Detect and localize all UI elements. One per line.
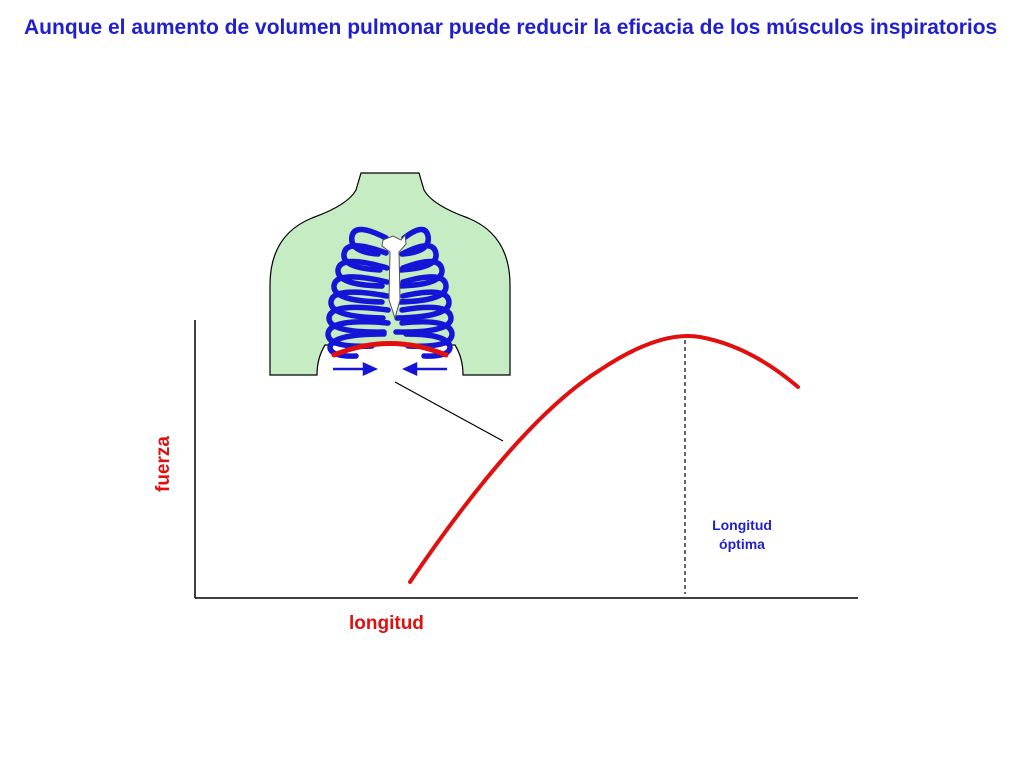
right-ribs (393, 226, 455, 359)
chest-illustration (269, 172, 511, 376)
length-tension-curve (408, 334, 800, 584)
connector-line (394, 381, 504, 442)
inward-arrows (333, 362, 447, 376)
slide-title: Aunque el aumento de volumen pulmonar pu… (24, 16, 998, 39)
diaphragm (331, 341, 449, 358)
left-ribs (325, 226, 391, 359)
graph-axes (194, 320, 858, 599)
optimal-length-label-line2: óptima (719, 536, 765, 552)
x-axis-label: longitud (349, 613, 424, 634)
sternum (381, 233, 407, 320)
optimal-length-label-line1: Longitud (712, 517, 772, 533)
y-axis-label: fuerza (153, 436, 174, 492)
optimal-length-label: Longitud óptima (690, 516, 794, 554)
